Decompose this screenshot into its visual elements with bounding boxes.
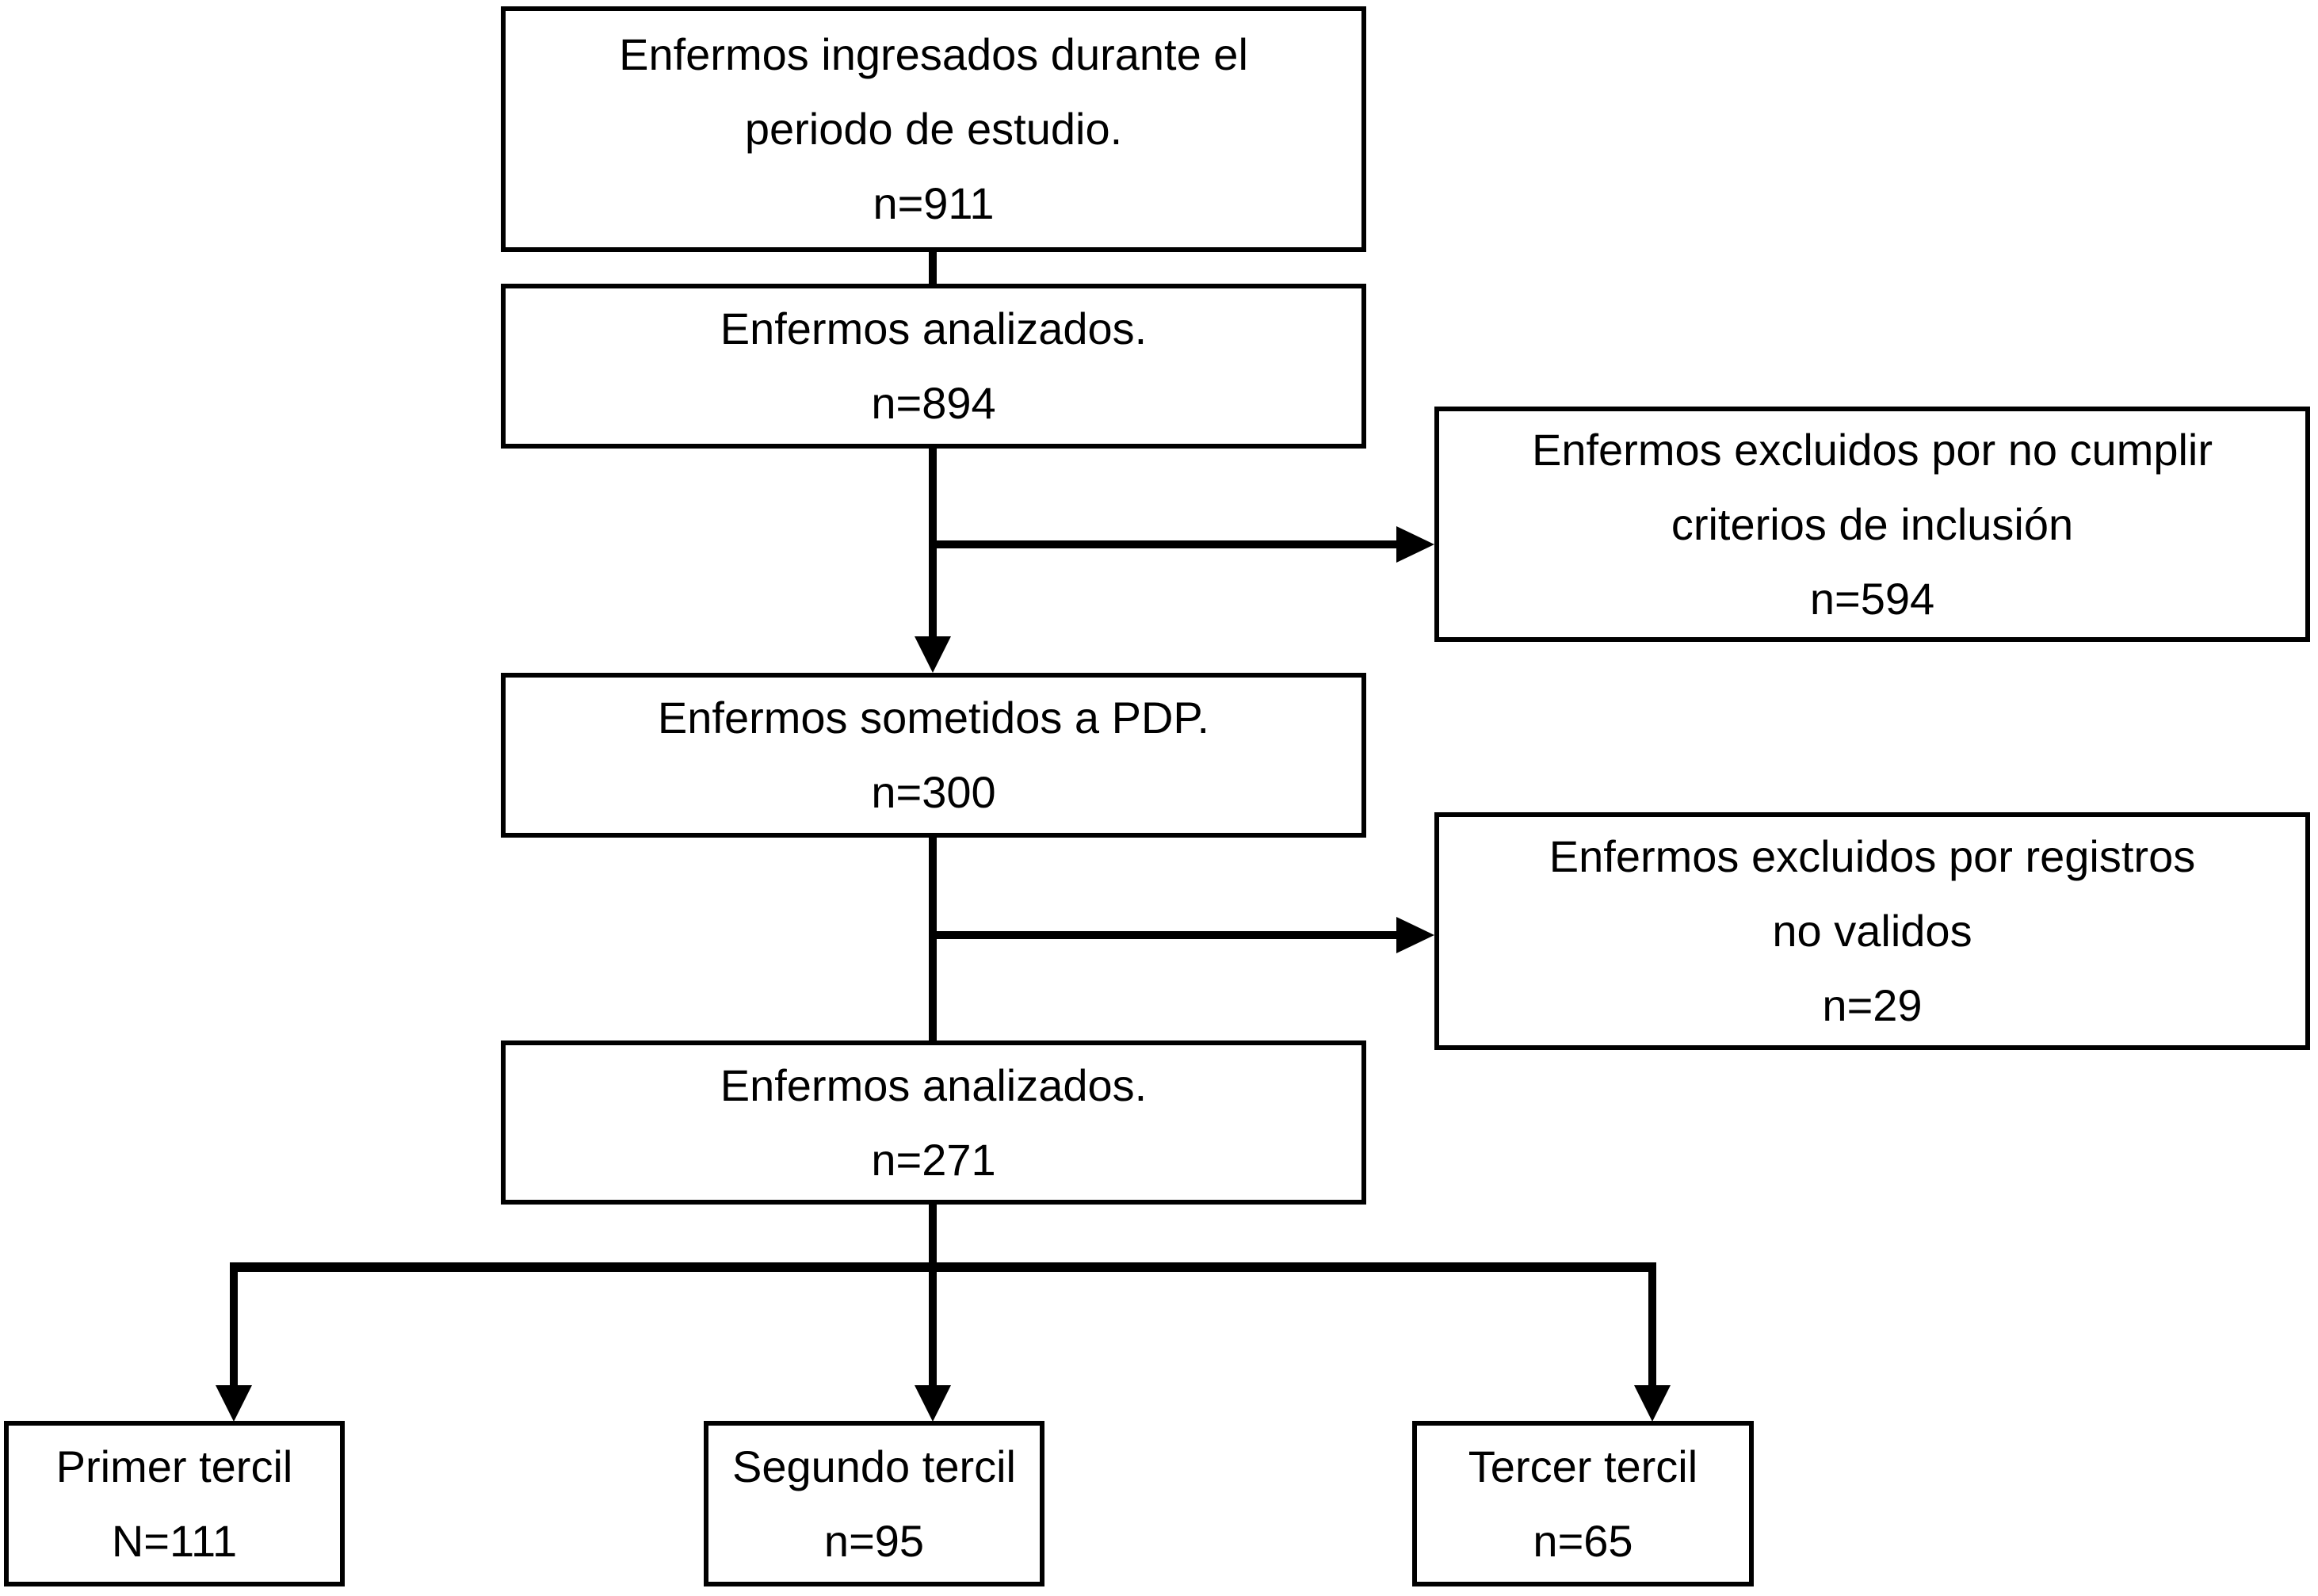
node-analyzed-271: Enfermos analizados. n=271 <box>501 1040 1366 1205</box>
arrow-to-excluded-criteria <box>933 540 1400 548</box>
drop-first-tercile <box>230 1266 238 1387</box>
node-count: n=911 <box>873 178 995 228</box>
node-text-line: Enfermos excluidos por registros <box>1549 831 2196 881</box>
connector-pdp-analyzed <box>929 838 937 1040</box>
node-count: n=894 <box>871 378 996 428</box>
node-excluded-inclusion-criteria: Enfermos excluidos por no cumplir criter… <box>1434 407 2310 642</box>
arrowhead-down-icon <box>216 1385 252 1422</box>
arrowhead-down-icon <box>915 1385 951 1422</box>
node-text-line: Enfermos ingresados durante el <box>619 29 1248 79</box>
node-count: n=65 <box>1533 1515 1633 1566</box>
drop-second-tercile <box>929 1271 937 1387</box>
node-text-line: no validos <box>1772 906 1972 956</box>
node-first-tercile: Primer tercil N=111 <box>4 1421 345 1586</box>
node-text-line: Segundo tercil <box>731 1441 1016 1491</box>
drop-third-tercile <box>1648 1266 1656 1387</box>
node-text-line: Enfermos excluidos por no cumplir <box>1531 424 2213 475</box>
node-second-tercile: Segundo tercil n=95 <box>704 1421 1044 1586</box>
node-count: n=300 <box>871 767 996 817</box>
node-pdp-patients: Enfermos sometidos a PDP. n=300 <box>501 673 1366 838</box>
node-count: N=111 <box>111 1515 238 1566</box>
arrowhead-down-icon <box>915 636 951 673</box>
connector-analyzed-branch <box>929 1205 937 1271</box>
node-analyzed-894: Enfermos analizados. n=894 <box>501 284 1366 449</box>
node-third-tercile: Tercer tercil n=65 <box>1412 1421 1754 1586</box>
arrowhead-right-icon <box>1396 917 1434 953</box>
arrowhead-right-icon <box>1396 526 1434 563</box>
connector-admitted-analyzed <box>929 252 937 284</box>
node-text-line: criterios de inclusión <box>1671 498 2074 549</box>
node-text-line: periodo de estudio. <box>744 104 1123 154</box>
node-count: n=594 <box>1809 573 1935 624</box>
branch-line <box>230 1262 1656 1272</box>
node-text-line: Primer tercil <box>55 1441 293 1491</box>
node-count: n=271 <box>871 1134 996 1185</box>
node-text-line: Tercer tercil <box>1468 1441 1698 1491</box>
node-admitted-patients: Enfermos ingresados durante el periodo d… <box>501 6 1366 252</box>
node-text-line: Enfermos sometidos a PDP. <box>657 693 1210 743</box>
arrow-to-excluded-records <box>933 931 1400 939</box>
node-count: n=29 <box>1822 980 1923 1030</box>
node-excluded-invalid-records: Enfermos excluidos por registros no vali… <box>1434 812 2310 1050</box>
node-text-line: Enfermos analizados. <box>720 1060 1148 1110</box>
node-count: n=95 <box>823 1515 925 1566</box>
node-text-line: Enfermos analizados. <box>720 304 1148 353</box>
arrowhead-down-icon <box>1634 1385 1671 1422</box>
